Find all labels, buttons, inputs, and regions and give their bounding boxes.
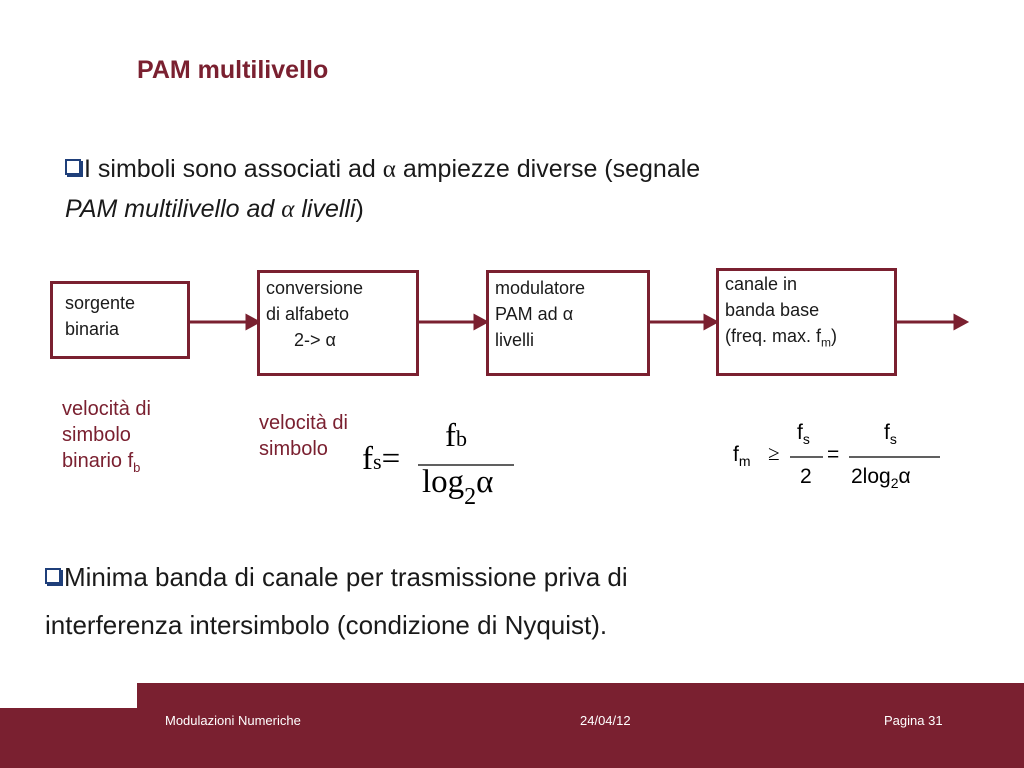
checkbox-bullet-icon: [45, 568, 61, 584]
block-channel-line-2: banda base: [725, 300, 820, 320]
block-pam-modulator: modulatore PAM ad α livelli: [486, 270, 650, 376]
bullet-1-text-c: PAM multilivello ad: [65, 195, 282, 223]
block-alphabet-conversion: conversione di alfabeto 2-> α: [257, 270, 419, 376]
footer-divider: [0, 706, 137, 708]
bullet-1-line-1: I simboli sono associati ad α ampiezze d…: [65, 150, 700, 189]
slide-title: PAM multilivello: [137, 56, 329, 84]
block-mod-line-3: livelli: [495, 330, 535, 350]
formula-fm-lhs: fm: [733, 443, 751, 469]
block-mod-line-1: modulatore: [495, 278, 586, 298]
formula-fm-num-2: fs: [884, 421, 897, 447]
block-source: sorgente binaria: [50, 281, 190, 359]
formula-fm-rel: ≥: [768, 441, 780, 465]
formula-fm-sub: m: [738, 453, 751, 470]
label-binary-rate-line-1: velocità di: [62, 398, 151, 420]
formula-fm-num-1: fs: [797, 421, 810, 447]
formula-fs-den-sub: 2: [464, 484, 477, 510]
bullet-1-text-e: ): [355, 195, 364, 223]
block-source-line-1: sorgente: [65, 293, 136, 313]
footer-left-text: Modulazioni Numeriche: [165, 713, 301, 728]
formula-fs-den-alpha: α: [476, 464, 494, 500]
formula-fs-f: f: [362, 441, 373, 477]
label-symbol-rate-line-2: simbolo: [259, 438, 328, 460]
footer-date: 24/04/12: [580, 713, 631, 728]
block-baseband-channel: canale in banda base (freq. max. fm): [716, 268, 897, 376]
arrow-head-2: [473, 313, 490, 331]
formula-fs-sub: s: [373, 449, 382, 474]
block-mod-line-2: PAM ad α: [495, 304, 574, 324]
block-channel-line-1: canale in: [725, 274, 798, 294]
label-binary-rate-line-2: simbolo: [62, 424, 131, 446]
block-conv-line-1: conversione: [266, 278, 364, 298]
formula-fm-den-1: 2: [800, 465, 812, 488]
bullet-1-text-a: I simboli sono associati ad: [84, 155, 383, 183]
formula-fm-d2-text: 2log: [851, 465, 891, 488]
formula-fs-den-log: log: [422, 464, 465, 500]
bullet-2-line-1: Minima banda di canale per trasmissione …: [45, 558, 628, 596]
bullet-1-text-b: ampiezze diverse (segnale: [395, 155, 701, 183]
formula-fm-n1-sub: s: [802, 431, 810, 448]
label-symbol-rate: velocità di simbolo: [259, 410, 348, 462]
block-channel-line-3: (freq. max. fm): [725, 323, 888, 356]
bullet-2-line-2: interferenza intersimbolo (condizione di…: [45, 610, 608, 640]
formula-fs-denominator: log2α: [422, 464, 494, 510]
label-binary-rate-line-3: binario fb: [62, 448, 151, 481]
formula-fm-eq: =: [827, 443, 840, 466]
arrow-head-4: [953, 313, 970, 331]
footer-left-band: [0, 708, 137, 768]
formula-fm-den-2: 2log2α: [851, 465, 911, 491]
block-conv-line-3: 2-> α: [294, 330, 336, 350]
block-channel-text: (freq. max. f: [725, 326, 822, 346]
formula-fm-n2-f: f: [884, 421, 890, 444]
label-binary-rate-text: binario f: [62, 450, 134, 472]
formula-fm-d2-sub: 2: [890, 475, 899, 492]
alpha-symbol: α: [382, 156, 396, 183]
formula-fm-d2-alpha: α: [898, 465, 911, 488]
checkbox-bullet-icon: [65, 159, 81, 175]
bullet-2-text-a: Minima banda di canale per trasmissione …: [64, 562, 628, 592]
formula-fs-num-f: f: [445, 418, 456, 454]
block-channel-close: ): [831, 326, 838, 346]
formula-fm-f: f: [733, 443, 739, 466]
formula-fs-num-sub: b: [456, 426, 467, 451]
block-conv-line-2: di alfabeto: [266, 304, 350, 324]
formula-fs-lhs: fs=: [362, 441, 400, 478]
block-channel-sub: m: [821, 335, 832, 350]
arrow-head-3: [703, 313, 720, 331]
bullet-1-line-2: PAM multilivello ad α livelli): [65, 190, 364, 229]
formula-fm-n2-sub: s: [889, 431, 897, 448]
formula-fm-n1-f: f: [797, 421, 803, 444]
bullet-1-text-d: livelli: [294, 195, 356, 223]
footer-page-number: Pagina 31: [884, 713, 943, 728]
label-symbol-rate-line-1: velocità di: [259, 412, 348, 434]
arrow-head-1: [245, 313, 262, 331]
formula-fs-eq: =: [381, 441, 401, 477]
alpha-symbol: α: [281, 196, 295, 223]
label-binary-rate: velocità di simbolo binario fb: [62, 396, 151, 481]
label-binary-rate-sub: b: [133, 460, 141, 475]
formula-fs-numerator: fb: [445, 418, 467, 455]
footer-bar: [137, 683, 1024, 768]
block-source-line-2: binaria: [65, 319, 120, 339]
